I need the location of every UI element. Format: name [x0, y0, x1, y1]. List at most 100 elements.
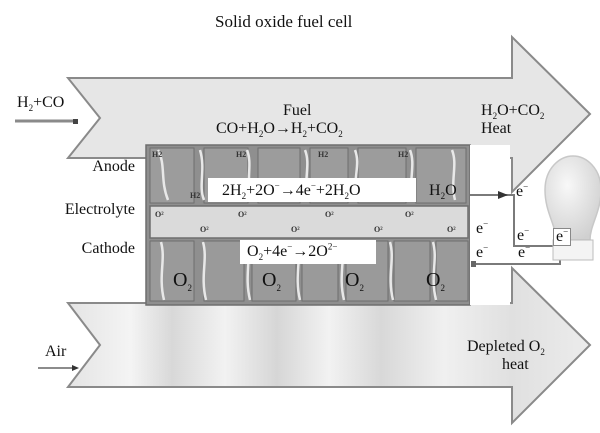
- e-base: e: [476, 220, 484, 237]
- fuel-reaction: CO+H2O→H2+CO2: [216, 120, 343, 140]
- cr-sup2: −: [287, 241, 293, 252]
- electrolyte-label: Electrolyte: [64, 201, 135, 218]
- fuel-output-line1: H2O+CO2: [481, 102, 545, 122]
- cr-sup3: 2−: [327, 241, 338, 252]
- anode-reaction-box: [208, 178, 416, 202]
- ar-p2: +2O: [246, 182, 275, 199]
- oxide-ion-marker: O²: [325, 210, 334, 219]
- fo-s1: 2: [492, 111, 498, 122]
- diagram-title: Solid oxide fuel cell: [215, 12, 353, 31]
- cathode-o2: O2: [426, 269, 445, 293]
- electron-label: e−: [518, 242, 531, 261]
- oxide-ion-marker: O²: [447, 225, 456, 234]
- o2-letter: O: [173, 269, 188, 291]
- o2-sub: 2: [276, 283, 281, 293]
- oxide-ion-marker: O²: [291, 225, 300, 234]
- ap-p2: O: [445, 182, 457, 199]
- cathode-reaction: O2+4e−→2O2−: [247, 241, 338, 263]
- e-sup: −: [483, 218, 489, 229]
- cr-arrow: →: [292, 243, 309, 260]
- air-input-label: Air: [45, 343, 67, 360]
- anode-product-h2o: H2O: [429, 182, 457, 202]
- electron-label: e−: [476, 242, 489, 261]
- fr-arrow: →: [274, 120, 291, 137]
- e-base: e: [556, 228, 564, 245]
- e-sup: −: [524, 225, 530, 236]
- cathode-o2: O2: [345, 269, 364, 293]
- e-sup: −: [523, 181, 529, 192]
- electrolyte-layer: [149, 205, 469, 239]
- h2-marker: H2: [318, 150, 329, 159]
- ar-p1: 2H: [222, 182, 242, 199]
- cathode-reaction-box: [240, 240, 376, 264]
- ar-p5: O: [348, 182, 361, 199]
- fr-s1: 2: [258, 129, 264, 140]
- anode-reaction: 2H2+2O−→4e−+2H2O: [222, 180, 361, 202]
- electron-flow-arrowhead: [498, 191, 508, 199]
- cr-p3: 2O: [308, 243, 328, 260]
- cathode-o2: O2: [173, 269, 192, 293]
- air-flow-arrow: [65, 265, 592, 426]
- fuel-output-line2: Heat: [481, 120, 512, 137]
- oxide-ion-marker: O²: [155, 210, 164, 219]
- e-base: e: [518, 244, 526, 261]
- cathode-channels: [159, 241, 438, 301]
- oxide-ion-marker: O²: [374, 225, 383, 234]
- fr-p1: CO+H: [216, 120, 259, 137]
- fuel-input-rest: +CO: [33, 94, 65, 111]
- o2-sub: 2: [440, 283, 445, 293]
- o2-sub: 2: [187, 283, 192, 293]
- ar-sup2: −: [274, 180, 280, 191]
- fo-s2: 2: [539, 111, 545, 122]
- fo-p1: H: [481, 102, 493, 119]
- fr-p4: +CO: [306, 120, 339, 137]
- h2-marker: H2: [236, 150, 247, 159]
- cathode-o2: O2: [262, 269, 281, 293]
- fo-p2: O+CO: [497, 102, 540, 119]
- e-sup: −: [483, 242, 489, 253]
- h2-marker: H2: [398, 150, 409, 159]
- o2-letter: O: [345, 269, 360, 291]
- h2-marker: H2: [152, 150, 163, 159]
- fr-s3: 2: [302, 129, 307, 140]
- electron-label: e−: [517, 225, 530, 244]
- ar-arrow: →: [279, 182, 296, 199]
- oxide-ion-marker: O²: [200, 225, 209, 234]
- e-base: e: [516, 183, 524, 200]
- e-sup: −: [525, 242, 531, 253]
- o2-letter: O: [426, 269, 441, 291]
- o2-sub: 2: [359, 283, 364, 293]
- ao-p1: Depleted O: [467, 338, 541, 355]
- bulb-electron-label: e−: [553, 226, 572, 246]
- ap-s1: 2: [440, 191, 446, 202]
- oxide-ion-marker: O²: [238, 210, 247, 219]
- fr-p3: H: [290, 120, 303, 137]
- electron-label: e−: [516, 181, 529, 200]
- air-output-line2: heat: [502, 356, 529, 373]
- e-base: e: [476, 244, 484, 261]
- e-sup: −: [563, 226, 569, 237]
- cathode-label: Cathode: [81, 240, 135, 257]
- anode-label: Anode: [92, 158, 135, 175]
- ar-sup3: −: [310, 180, 316, 191]
- fr-s4: 2: [338, 129, 343, 140]
- o2-letter: O: [262, 269, 277, 291]
- cr-s1: 2: [258, 252, 264, 263]
- fuel-input-sub: 2: [28, 103, 34, 114]
- light-bulb-icon: [544, 155, 600, 261]
- cr-p2: +4e: [263, 243, 288, 260]
- fuel-input-label: H2+CO: [17, 94, 65, 114]
- h2-marker: H2: [190, 191, 201, 200]
- ar-p3: 4e: [295, 182, 311, 199]
- ar-s1: 2: [241, 191, 247, 202]
- fuel-label: Fuel: [283, 102, 312, 119]
- oxide-ion-marker: O²: [405, 210, 414, 219]
- cr-p1: O: [247, 243, 259, 260]
- electron-label: e−: [476, 218, 489, 237]
- e-base: e: [517, 227, 525, 244]
- fr-p2: O: [263, 120, 275, 137]
- ar-p4: +2H: [315, 182, 345, 199]
- ap-p1: H: [429, 182, 441, 199]
- ao-s1: 2: [540, 347, 545, 358]
- electron-return-marker: [471, 261, 476, 267]
